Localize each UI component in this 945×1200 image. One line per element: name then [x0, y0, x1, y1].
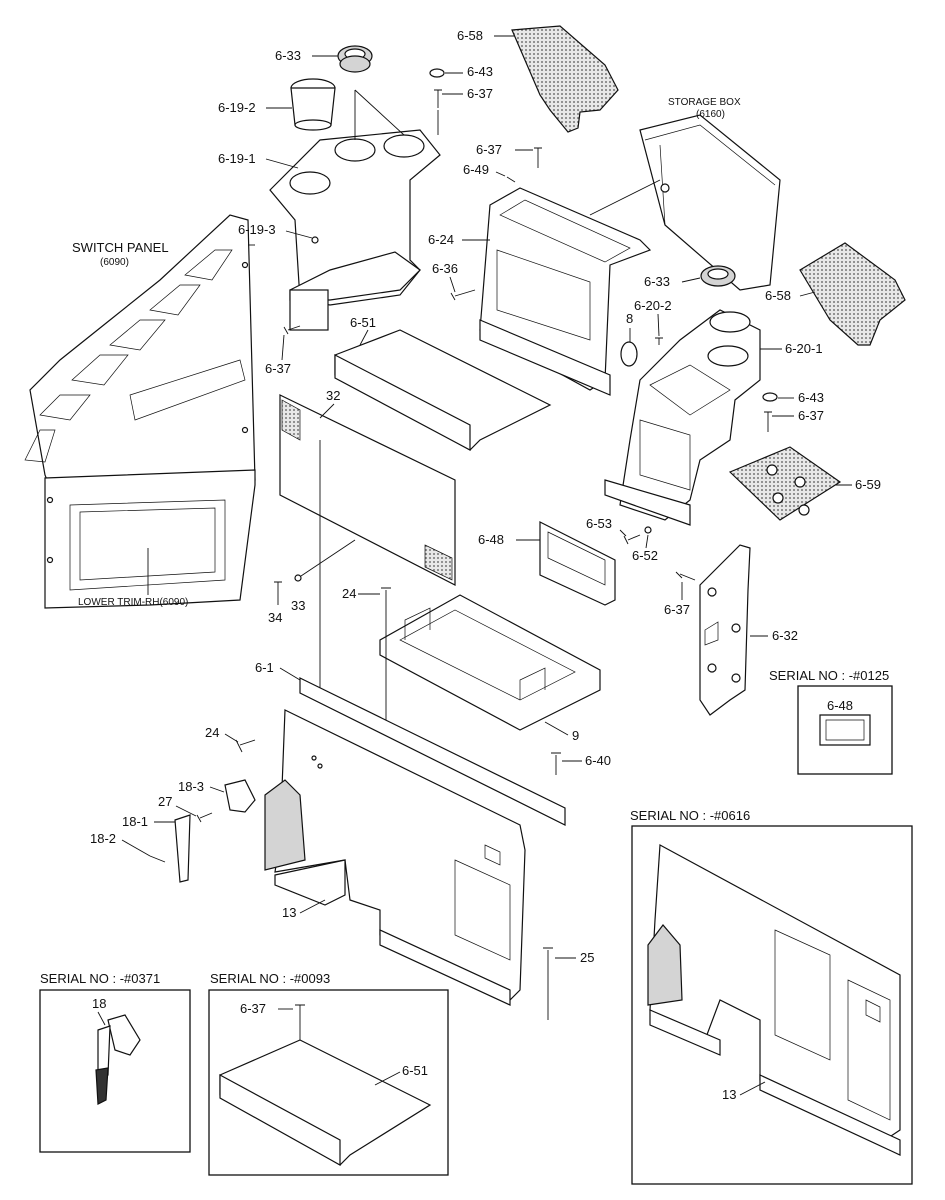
- switch-panel-label: SWITCH PANEL: [72, 240, 169, 255]
- bolt-24-top: [381, 587, 391, 615]
- callout-24-left: 24: [205, 725, 219, 740]
- console-frame-6-24: [479, 187, 652, 396]
- callout-6-43-top: 6-43: [467, 64, 493, 79]
- console-left: [269, 129, 441, 331]
- callout-6-52: 6-52: [632, 548, 658, 563]
- callout-18-3: 18-3: [178, 779, 204, 794]
- switch-panel-code: (6090): [100, 257, 129, 268]
- panel-32: [279, 394, 456, 700]
- plug-6-43-top: [429, 68, 445, 78]
- inset-0125-title: SERIAL NO : -#0125: [769, 668, 889, 683]
- callout-6-33-top: 6-33: [275, 48, 301, 63]
- bracket-6-32: [699, 544, 751, 716]
- inset-0616-title: SERIAL NO : -#0616: [630, 808, 750, 823]
- armrest-pad-6-58-top: [511, 25, 619, 133]
- callout-6-40: 6-40: [585, 753, 611, 768]
- callout-32: 32: [326, 388, 340, 403]
- callout-18-1: 18-1: [122, 814, 148, 829]
- cover-6-51: [334, 329, 552, 451]
- inset-0093-part-a: 6-37: [240, 1001, 266, 1016]
- callout-25: 25: [580, 950, 594, 965]
- screw-6-36: [450, 289, 476, 301]
- callout-6-37-br: 6-37: [664, 602, 690, 617]
- inset-serial-0371: SERIAL NO : -#0371 18: [39, 971, 191, 1153]
- callout-6-48: 6-48: [478, 532, 504, 547]
- plug-6-43-right: [762, 392, 778, 402]
- cap-6-33-right: [700, 265, 736, 287]
- callout-9: 9: [572, 728, 579, 743]
- lever-18: [149, 779, 256, 883]
- inset-serial-0093: SERIAL NO : -#0093 6-37 6-51: [208, 971, 449, 1176]
- callout-6-58-top: 6-58: [457, 28, 483, 43]
- callout-6-37-b: 6-37: [476, 142, 502, 157]
- callout-labels: 6-33 6-43 6-37 6-19-2 6-19-1 6-19-3 6-58…: [90, 28, 881, 965]
- callout-6-32: 6-32: [772, 628, 798, 643]
- callout-6-49: 6-49: [463, 162, 489, 177]
- callout-27: 27: [158, 794, 172, 809]
- callout-33: 33: [291, 598, 305, 613]
- screw-6-37-top: [434, 89, 442, 108]
- lower-trim-label: LOWER TRIM-RH(6090): [78, 597, 188, 608]
- inset-0125-part: 6-48: [827, 698, 853, 713]
- base-tray-9: [379, 594, 601, 731]
- inset-screw-6-37: [295, 1004, 305, 1025]
- strip-6-1: [299, 677, 566, 826]
- main-panel-13: [264, 709, 526, 1006]
- inset-0371-part: 18: [92, 996, 106, 1011]
- callout-6-37-left: 6-37: [265, 361, 291, 376]
- switch-panel-lower-trim: [24, 214, 256, 609]
- bolt-24-left: [235, 739, 256, 753]
- storage-box-code: (6160): [696, 109, 725, 120]
- washer-6-52: [644, 526, 652, 534]
- inset-serial-0125: SERIAL NO : -#0125 6-48: [769, 668, 893, 775]
- screw-34: [274, 581, 282, 605]
- callout-6-43-right: 6-43: [798, 390, 824, 405]
- callout-6-58-right: 6-58: [765, 288, 791, 303]
- bolt-6-40: [551, 752, 561, 775]
- callout-6-37-right: 6-37: [798, 408, 824, 423]
- callout-6-1: 6-1: [255, 660, 274, 675]
- screw-6-37-b: [534, 147, 542, 168]
- storage-box: [639, 114, 781, 291]
- clip-6-49: [506, 176, 516, 183]
- callout-6-19-1: 6-19-1: [218, 151, 256, 166]
- callout-6-51: 6-51: [350, 315, 376, 330]
- callout-6-59: 6-59: [855, 477, 881, 492]
- callout-6-19-3: 6-19-3: [238, 222, 276, 237]
- callout-6-19-2: 6-19-2: [218, 100, 256, 115]
- callout-6-20-2: 6-20-2: [634, 298, 672, 313]
- inset-0093-part-b: 6-51: [402, 1063, 428, 1078]
- callout-6-20-1: 6-20-1: [785, 341, 823, 356]
- cup-holder-6-19-2: [290, 78, 336, 131]
- callout-34: 34: [268, 610, 282, 625]
- callout-6-36: 6-36: [432, 261, 458, 276]
- washer-33: [294, 574, 302, 582]
- mat-6-59: [728, 446, 842, 521]
- callout-8: 8: [626, 311, 633, 326]
- ring-8: [620, 341, 638, 367]
- console-right: [604, 309, 761, 526]
- screw-6-37-br: [675, 571, 696, 581]
- screw-6-37-right: [764, 411, 772, 432]
- cap-6-33-top: [337, 45, 373, 73]
- callout-13: 13: [282, 905, 296, 920]
- screw-6-37-left: [283, 325, 301, 335]
- callout-6-33-right: 6-33: [644, 274, 670, 289]
- callout-24-top: 24: [342, 586, 356, 601]
- screw-6-53: [623, 534, 641, 545]
- callout-6-24: 6-24: [428, 232, 454, 247]
- bolt-25: [543, 947, 553, 975]
- storage-box-label: STORAGE BOX: [668, 97, 741, 108]
- plug-6-20-2: [655, 337, 663, 345]
- inset-serial-0616: SERIAL NO : -#0616 13: [630, 808, 913, 1185]
- callout-6-37-top: 6-37: [467, 86, 493, 101]
- handle-6-48: [539, 521, 616, 606]
- inset-0616-part: 13: [722, 1087, 736, 1102]
- inset-0371-title: SERIAL NO : -#0371: [40, 971, 160, 986]
- armrest-pad-6-58-right: [799, 242, 906, 346]
- callout-6-53: 6-53: [586, 516, 612, 531]
- inset-0093-title: SERIAL NO : -#0093: [210, 971, 330, 986]
- callout-18-2: 18-2: [90, 831, 116, 846]
